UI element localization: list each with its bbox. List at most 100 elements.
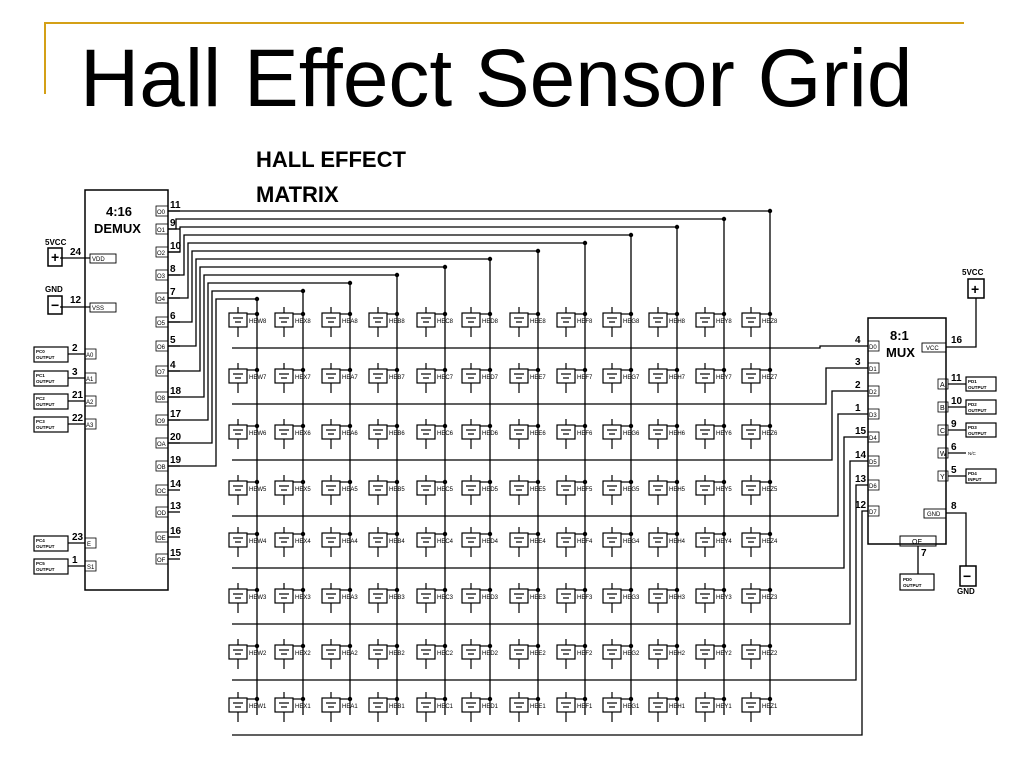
svg-text:HEA1: HEA1 [342,704,358,710]
demux-label-line2: DEMUX [94,221,141,236]
mux-select-pin-label: C [940,428,945,435]
svg-text:HEX5: HEX5 [295,487,311,493]
mux-input-pin-label: D5 [869,460,877,466]
svg-text:HEB1: HEB1 [389,704,405,710]
vss-pin-label: VSS [92,306,104,312]
row-output-line [232,510,868,736]
hall-sensor: HEX3 [274,583,311,613]
junction-dot [582,240,588,246]
svg-text:HEZ2: HEZ2 [762,651,778,657]
mux-select-pin-label: W [940,451,947,458]
svg-text:HEH7: HEH7 [669,375,686,381]
mux-input-pin-label: D6 [869,484,877,490]
mux-input-pin-box [867,455,880,467]
svg-text:HEX6: HEX6 [295,431,311,437]
column-select-line [168,298,258,715]
svg-text:HEW7: HEW7 [249,375,267,381]
mux-select-signal: N/C [968,451,977,456]
demux-output-pin-box [155,205,169,217]
demux-output-pin-number: 10 [170,241,182,252]
hall-sensor: HEE3 [509,583,546,613]
svg-text:HEE2: HEE2 [530,651,546,657]
svg-text:HEH5: HEH5 [669,487,686,493]
row-output-line [232,390,868,461]
vdd-pin-number: 24 [70,247,82,258]
demux-output-pin-box [155,553,169,565]
svg-text:HEY7: HEY7 [716,375,732,381]
hall-sensor: HEH5 [648,475,686,505]
mux-gnd-wire [946,512,967,566]
hall-sensor: HEC8 [416,307,454,337]
demux-source-label: OUTPUT [36,379,55,384]
demux-output-pin-label: O3 [157,274,166,280]
hall-sensor: HEY5 [695,475,732,505]
hall-sensor: HEF3 [556,583,593,613]
mux-input-pin-label: D3 [869,413,877,419]
mux-select-signal: PD4 [968,471,977,476]
demux-address-pin-number: 21 [72,390,84,401]
demux-output-pin-box [155,391,169,403]
hall-sensor: HEW1 [228,692,267,722]
demux-output-pin-box [155,531,169,543]
svg-text:HED4: HED4 [482,539,499,545]
demux-enable-pin-box [84,560,97,572]
svg-text:HEE4: HEE4 [530,539,546,545]
hall-sensor: HEW7 [228,363,267,393]
demux-output-pin-label: O8 [157,396,166,402]
demux-output-pin-number: 11 [170,200,181,211]
hall-sensor: HEA3 [321,583,358,613]
mux-input-pin-number: 12 [855,500,867,511]
column-select-line [168,290,304,715]
mux-input-pin-box [867,385,880,397]
hall-sensor: HEY7 [695,363,732,393]
mux-select-pin-label: B [940,405,945,412]
svg-text:HEC3: HEC3 [437,595,454,601]
demux-output-pin-number: 7 [170,287,176,298]
svg-text:HEA6: HEA6 [342,431,358,437]
svg-text:HEX4: HEX4 [295,539,311,545]
hall-sensor: HEY2 [695,639,732,669]
mux-input-pin-box [867,340,880,352]
svg-text:HED5: HED5 [482,487,499,493]
svg-text:HEW5: HEW5 [249,487,267,493]
demux-source-label: PC3 [36,419,45,424]
demux-address-pin-number: 2 [72,343,78,354]
hall-sensor: HEC3 [416,583,454,613]
hall-sensor: HEB1 [368,692,405,722]
mux-select-pin-number: 5 [951,465,957,476]
demux-output-pin-box [155,365,169,377]
hall-sensor: HEA6 [321,419,358,449]
svg-text:HEY8: HEY8 [716,319,732,325]
mux-select-signal: PD3 [968,425,977,430]
svg-text:HED8: HED8 [482,319,499,325]
hall-sensor: HEC1 [416,692,454,722]
demux-source-label: PC5 [36,561,45,566]
demux-output-pin-number: 15 [170,548,182,559]
demux-output-pin-box [155,316,169,328]
hall-sensor: HEX1 [274,692,311,722]
hall-sensor: HEE2 [509,639,546,669]
demux-source-label: PC4 [36,538,45,543]
column-select-line [168,266,446,715]
svg-text:HEF4: HEF4 [577,539,593,545]
svg-text:HEC8: HEC8 [437,319,454,325]
junction-dot [628,232,634,238]
hall-sensor: HEF6 [556,419,593,449]
mux-select-signal: PD1 [968,379,977,384]
mux-box [867,317,947,545]
minus-icon: − [963,568,971,584]
demux-output-pin-label: O5 [157,321,166,327]
hall-sensor: HED3 [461,583,499,613]
mux-input-pin-number: 3 [855,357,861,368]
svg-text:HEC2: HEC2 [437,651,454,657]
svg-text:HEH4: HEH4 [669,539,686,545]
mux-select-pin-number: 6 [951,442,957,453]
hall-sensor: HEW4 [228,527,267,557]
mux-input-pin-number: 2 [855,380,861,391]
svg-text:HEF2: HEF2 [577,651,593,657]
svg-text:HEB3: HEB3 [389,595,405,601]
hall-sensor: HEW5 [228,475,267,505]
hall-sensor: HEE5 [509,475,546,505]
svg-text:HEX3: HEX3 [295,595,311,601]
hall-sensor: HEG5 [602,475,640,505]
